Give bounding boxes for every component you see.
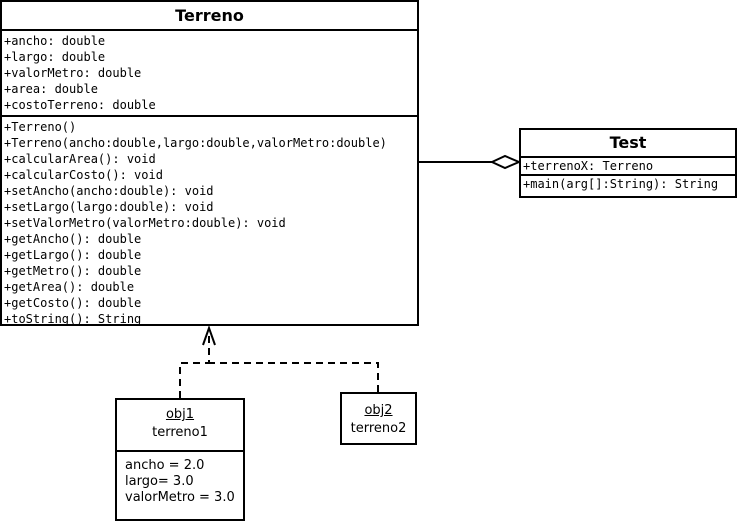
method-to-string: +toString(): String [4, 312, 142, 326]
object-obj2-header: obj2 terreno2 [342, 394, 415, 438]
method-main: +main(arg[]:String): String [523, 177, 719, 191]
aggregation-link [418, 154, 522, 170]
object-obj1: obj1 terreno1 ancho = 2.0 largo= 3.0 val… [115, 398, 245, 521]
class-test-title: Test [521, 130, 735, 158]
method-constructor-default: +Terreno() [4, 120, 77, 134]
attribute-largo: +largo: double [4, 50, 106, 64]
object-obj1-type: terreno1 [152, 425, 208, 440]
object-obj2: obj2 terreno2 [340, 392, 417, 445]
method-get-metro: +getMetro(): double [4, 264, 142, 278]
class-terreno-attributes: +ancho: double +largo: double +valorMetr… [2, 31, 417, 115]
class-terreno-title: Terreno [2, 2, 417, 31]
object-obj1-attributes: ancho = 2.0 largo= 3.0 valorMetro = 3.0 [117, 450, 243, 512]
class-terreno: Terreno +ancho: double +largo: double +v… [0, 0, 419, 326]
method-set-largo: +setLargo(largo:double): void [4, 200, 214, 214]
class-terreno-methods: +Terreno() +Terreno(ancho:double,largo:d… [2, 115, 417, 329]
obj1-attr-largo: largo= 3.0 [125, 474, 194, 489]
aggregation-diamond-icon [489, 154, 522, 170]
method-calcular-area: +calcularArea(): void [4, 152, 156, 166]
method-set-ancho: +setAncho(ancho:double): void [4, 184, 214, 198]
attribute-valor-metro: +valorMetro: double [4, 66, 142, 80]
attribute-ancho: +ancho: double [4, 34, 106, 48]
method-set-valor-metro: +setValorMetro(valorMetro:double): void [4, 216, 286, 230]
obj1-attr-valor-metro: valorMetro = 3.0 [125, 490, 235, 505]
object-obj1-name: obj1 [165, 407, 195, 422]
class-test-methods: +main(arg[]:String): String [521, 174, 735, 192]
method-get-costo: +getCosto(): double [4, 296, 142, 310]
class-test-attributes: +terrenoX: Terreno [521, 158, 735, 174]
class-test: Test +terrenoX: Terreno +main(arg[]:Stri… [519, 128, 737, 198]
method-get-largo: +getLargo(): double [4, 248, 142, 262]
object-obj1-header: obj1 terreno1 [117, 400, 243, 450]
dependency-link [179, 330, 379, 398]
attribute-terreno-x: +terrenoX: Terreno [523, 159, 654, 173]
object-obj2-name: obj2 [364, 403, 393, 418]
object-obj2-type: terreno2 [350, 421, 407, 436]
attribute-area: +area: double [4, 82, 98, 96]
method-get-ancho: +getAncho(): double [4, 232, 142, 246]
obj1-attr-ancho: ancho = 2.0 [125, 458, 205, 473]
method-calcular-costo: +calcularCosto(): void [4, 168, 163, 182]
dependency-arrowhead-icon [202, 324, 216, 346]
method-get-area: +getArea(): double [4, 280, 135, 294]
method-constructor-params: +Terreno(ancho:double,largo:double,valor… [4, 136, 387, 150]
attribute-costo-terreno: +costoTerreno: double [4, 98, 156, 112]
